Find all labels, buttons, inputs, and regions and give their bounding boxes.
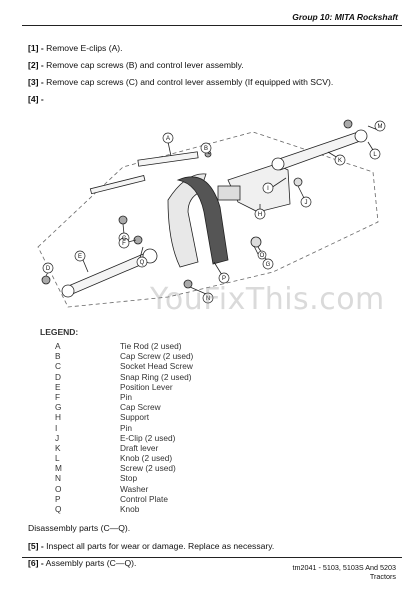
- legend-item: N Stop: [55, 473, 193, 483]
- legend-label: Knob: [120, 504, 140, 514]
- legend-label: E-Clip (2 used): [120, 432, 176, 443]
- footer-divider: [22, 557, 402, 558]
- legend-item: P Control Plate: [55, 494, 193, 504]
- step-text: Inspect all parts for wear or damage. Re…: [43, 540, 275, 551]
- legend-item: D Snap Ring (2 used): [55, 372, 193, 382]
- step-text: Remove cap screws (B) and control lever …: [43, 60, 244, 70]
- disassembly-note: Disassembly parts (C—Q).: [28, 523, 131, 533]
- legend-key: J: [55, 432, 60, 443]
- callout-m: M: [378, 124, 383, 130]
- legend-label: Control Plate: [120, 493, 168, 504]
- step-5: [5] - Inspect all parts for wear or dama…: [28, 538, 274, 556]
- callout-j: J: [305, 200, 308, 206]
- step-number: [2] -: [28, 60, 44, 70]
- step-2: [2] - Remove cap screws (B) and control …: [28, 57, 398, 74]
- callout-g: G: [266, 262, 271, 268]
- step-4: [4] -: [28, 91, 398, 108]
- legend-item: E Position Lever: [55, 382, 193, 392]
- legend-label: Snap Ring (2 used): [120, 371, 192, 382]
- step-number: [3] -: [28, 77, 44, 87]
- post-legend-text: Disassembly parts (C—Q). [5] - Inspect a…: [28, 520, 274, 573]
- callout-h: H: [258, 212, 262, 218]
- step-text: Assembly parts (C—Q).: [43, 558, 137, 568]
- step-text: Remove E-clips (A).: [43, 43, 123, 53]
- legend-label: Tie Rod (2 used): [120, 341, 182, 351]
- callout-c: C: [122, 236, 127, 242]
- legend-item: J E-Clip (2 used): [55, 433, 193, 443]
- callout-o: O: [260, 253, 265, 259]
- legend-label: Pin: [120, 422, 132, 433]
- legend-label: Screw (2 used): [120, 463, 176, 474]
- legend-key: Q: [55, 504, 62, 514]
- callout-p: P: [222, 276, 226, 282]
- legend-list: A Tie Rod (2 used) B Cap Screw (2 used) C Soc…: [55, 341, 193, 514]
- legend-key: N: [55, 473, 61, 484]
- legend-item: G Cap Screw: [55, 402, 193, 412]
- step-number: [1] -: [28, 43, 44, 53]
- legend-item: F Pin: [55, 392, 193, 402]
- legend-item: K Draft lever: [55, 443, 193, 453]
- legend-key: B: [55, 351, 61, 362]
- legend-key: H: [55, 412, 61, 423]
- legend-label: Cap Screw (2 used): [120, 351, 194, 362]
- step-text: Remove cap screws (C) and control lever …: [43, 77, 334, 87]
- footer-manual-id: tm2041 - 5103, 5103S And 5203: [292, 563, 396, 572]
- callout-l: L: [373, 152, 377, 158]
- exploded-view-diagram: A B C D E F G H I J K L M N O P Q: [37, 119, 386, 308]
- callout-f: F: [122, 241, 126, 247]
- legend-item: I Pin: [55, 423, 193, 433]
- legend-title: LEGEND:: [40, 327, 79, 337]
- legend-item: O Washer: [55, 484, 193, 494]
- legend-key: A: [55, 341, 61, 351]
- step-3: [3] - Remove cap screws (C) and control …: [28, 74, 398, 91]
- legend-item: B Cap Screw (2 used): [55, 351, 193, 361]
- header-divider: [22, 25, 402, 26]
- legend-item: L Knob (2 used): [55, 453, 193, 463]
- legend-key: G: [55, 402, 62, 413]
- legend-key: K: [55, 442, 61, 453]
- legend-label: Socket Head Screw: [120, 361, 193, 372]
- legend-key: D: [55, 371, 61, 382]
- page-header-title: Group 10: MITA Rockshaft: [292, 12, 398, 22]
- legend-label: Pin: [120, 391, 132, 402]
- legend-label: Support: [120, 412, 150, 423]
- callout-q: Q: [140, 260, 145, 266]
- legend-key: E: [55, 381, 61, 392]
- legend-label: Washer: [120, 483, 149, 494]
- page-footer: tm2041 - 5103, 5103S And 5203 Tractors: [292, 563, 396, 581]
- legend-key: M: [55, 463, 62, 474]
- legend-label: Cap Screw: [120, 402, 161, 413]
- step-1: [1] - Remove E-clips (A).: [28, 40, 398, 57]
- footer-product: Tractors: [369, 572, 396, 581]
- legend-key: F: [55, 391, 61, 402]
- callout-e: E: [78, 254, 82, 260]
- legend-item: M Screw (2 used): [55, 463, 193, 473]
- callout-n: N: [206, 296, 210, 302]
- callout-i: I: [267, 186, 269, 192]
- legend-label: Stop: [120, 473, 138, 484]
- watermark: YouFixThis.com: [150, 282, 385, 317]
- legend-item: C Socket Head Screw: [55, 361, 193, 371]
- step-list: [1] - Remove E-clips (A). [2] - Remove c…: [28, 40, 398, 108]
- legend-item: A Tie Rod (2 used): [55, 341, 193, 351]
- legend-label: Position Lever: [120, 381, 173, 392]
- step-number: [5] -: [28, 540, 44, 551]
- legend-key: C: [55, 361, 61, 372]
- legend-label: Draft lever: [120, 442, 159, 453]
- legend-key: I: [55, 422, 58, 433]
- legend-key: O: [55, 483, 62, 494]
- legend-key: P: [55, 493, 61, 504]
- legend-item: H Support: [55, 412, 193, 422]
- legend-key: L: [55, 453, 60, 464]
- step-number: [6] -: [28, 558, 44, 568]
- step-6: [6] - Assembly parts (C—Q).: [28, 555, 274, 573]
- callout-k: K: [338, 158, 342, 164]
- callout-b: B: [204, 146, 208, 152]
- legend-item: Q Knob: [55, 504, 193, 514]
- legend-label: Knob (2 used): [120, 453, 173, 464]
- callout-a: A: [166, 136, 170, 142]
- callout-d: D: [46, 266, 51, 272]
- step-number: [4] -: [28, 94, 44, 104]
